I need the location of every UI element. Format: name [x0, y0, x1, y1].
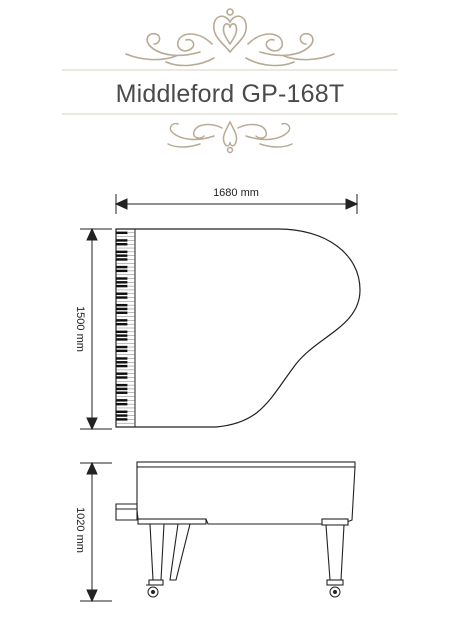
black-key [116, 399, 128, 402]
black-key [116, 254, 128, 257]
black-key [116, 284, 128, 288]
black-key [116, 231, 128, 235]
black-key [116, 296, 128, 299]
black-key [116, 265, 128, 269]
black-key [116, 349, 128, 353]
black-key [116, 292, 128, 295]
black-key [116, 243, 128, 246]
black-key [116, 239, 128, 242]
black-key [116, 281, 128, 284]
ornament-top-icon [62, 8, 398, 71]
black-key [116, 364, 128, 368]
black-key [116, 345, 128, 349]
black-key [116, 277, 128, 280]
black-key [116, 303, 128, 307]
black-key [116, 418, 128, 421]
black-key [116, 391, 128, 394]
width-label: 1680 mm [213, 187, 259, 199]
black-key [116, 376, 128, 379]
black-key [116, 307, 128, 311]
black-key [116, 311, 128, 314]
black-key [116, 410, 128, 413]
black-key [116, 414, 128, 417]
black-key [116, 269, 128, 273]
black-key [116, 338, 128, 341]
black-key [116, 258, 128, 261]
black-key [116, 361, 128, 364]
black-key [116, 334, 128, 337]
black-key [116, 402, 128, 406]
ornament-bottom-icon [62, 113, 398, 154]
black-key [116, 357, 128, 360]
black-key [116, 372, 128, 375]
black-key [116, 322, 128, 326]
black-key [116, 319, 128, 322]
black-key [116, 330, 128, 334]
page-title: Middleford GP-168T [115, 80, 345, 108]
black-key [116, 387, 128, 391]
black-key [116, 250, 128, 254]
black-key [116, 383, 128, 387]
